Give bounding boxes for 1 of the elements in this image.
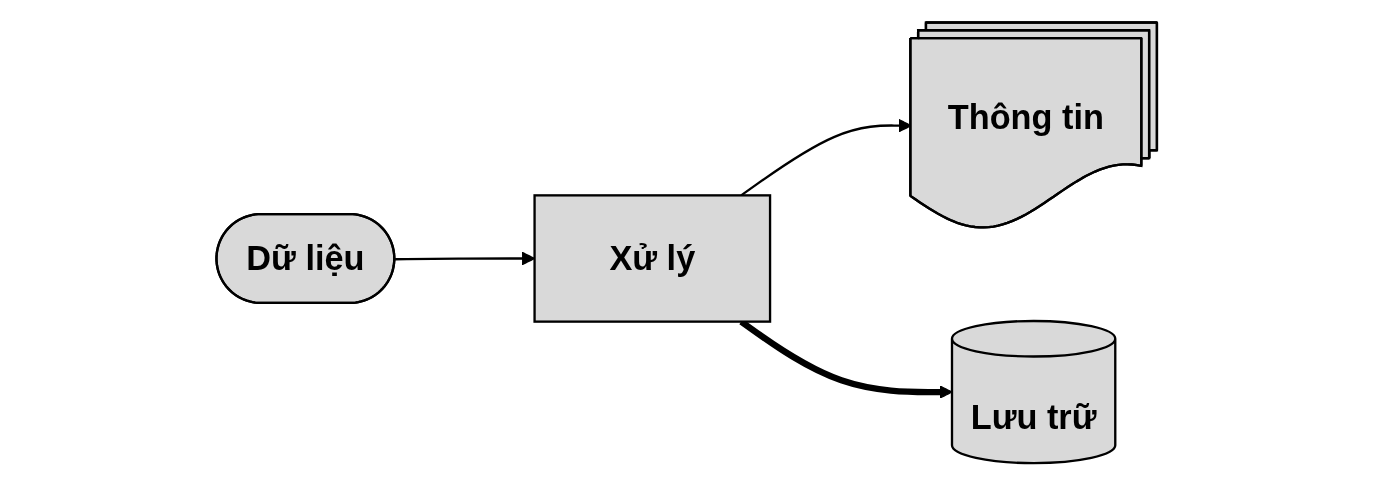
node-box: Xử lý (533, 193, 772, 323)
